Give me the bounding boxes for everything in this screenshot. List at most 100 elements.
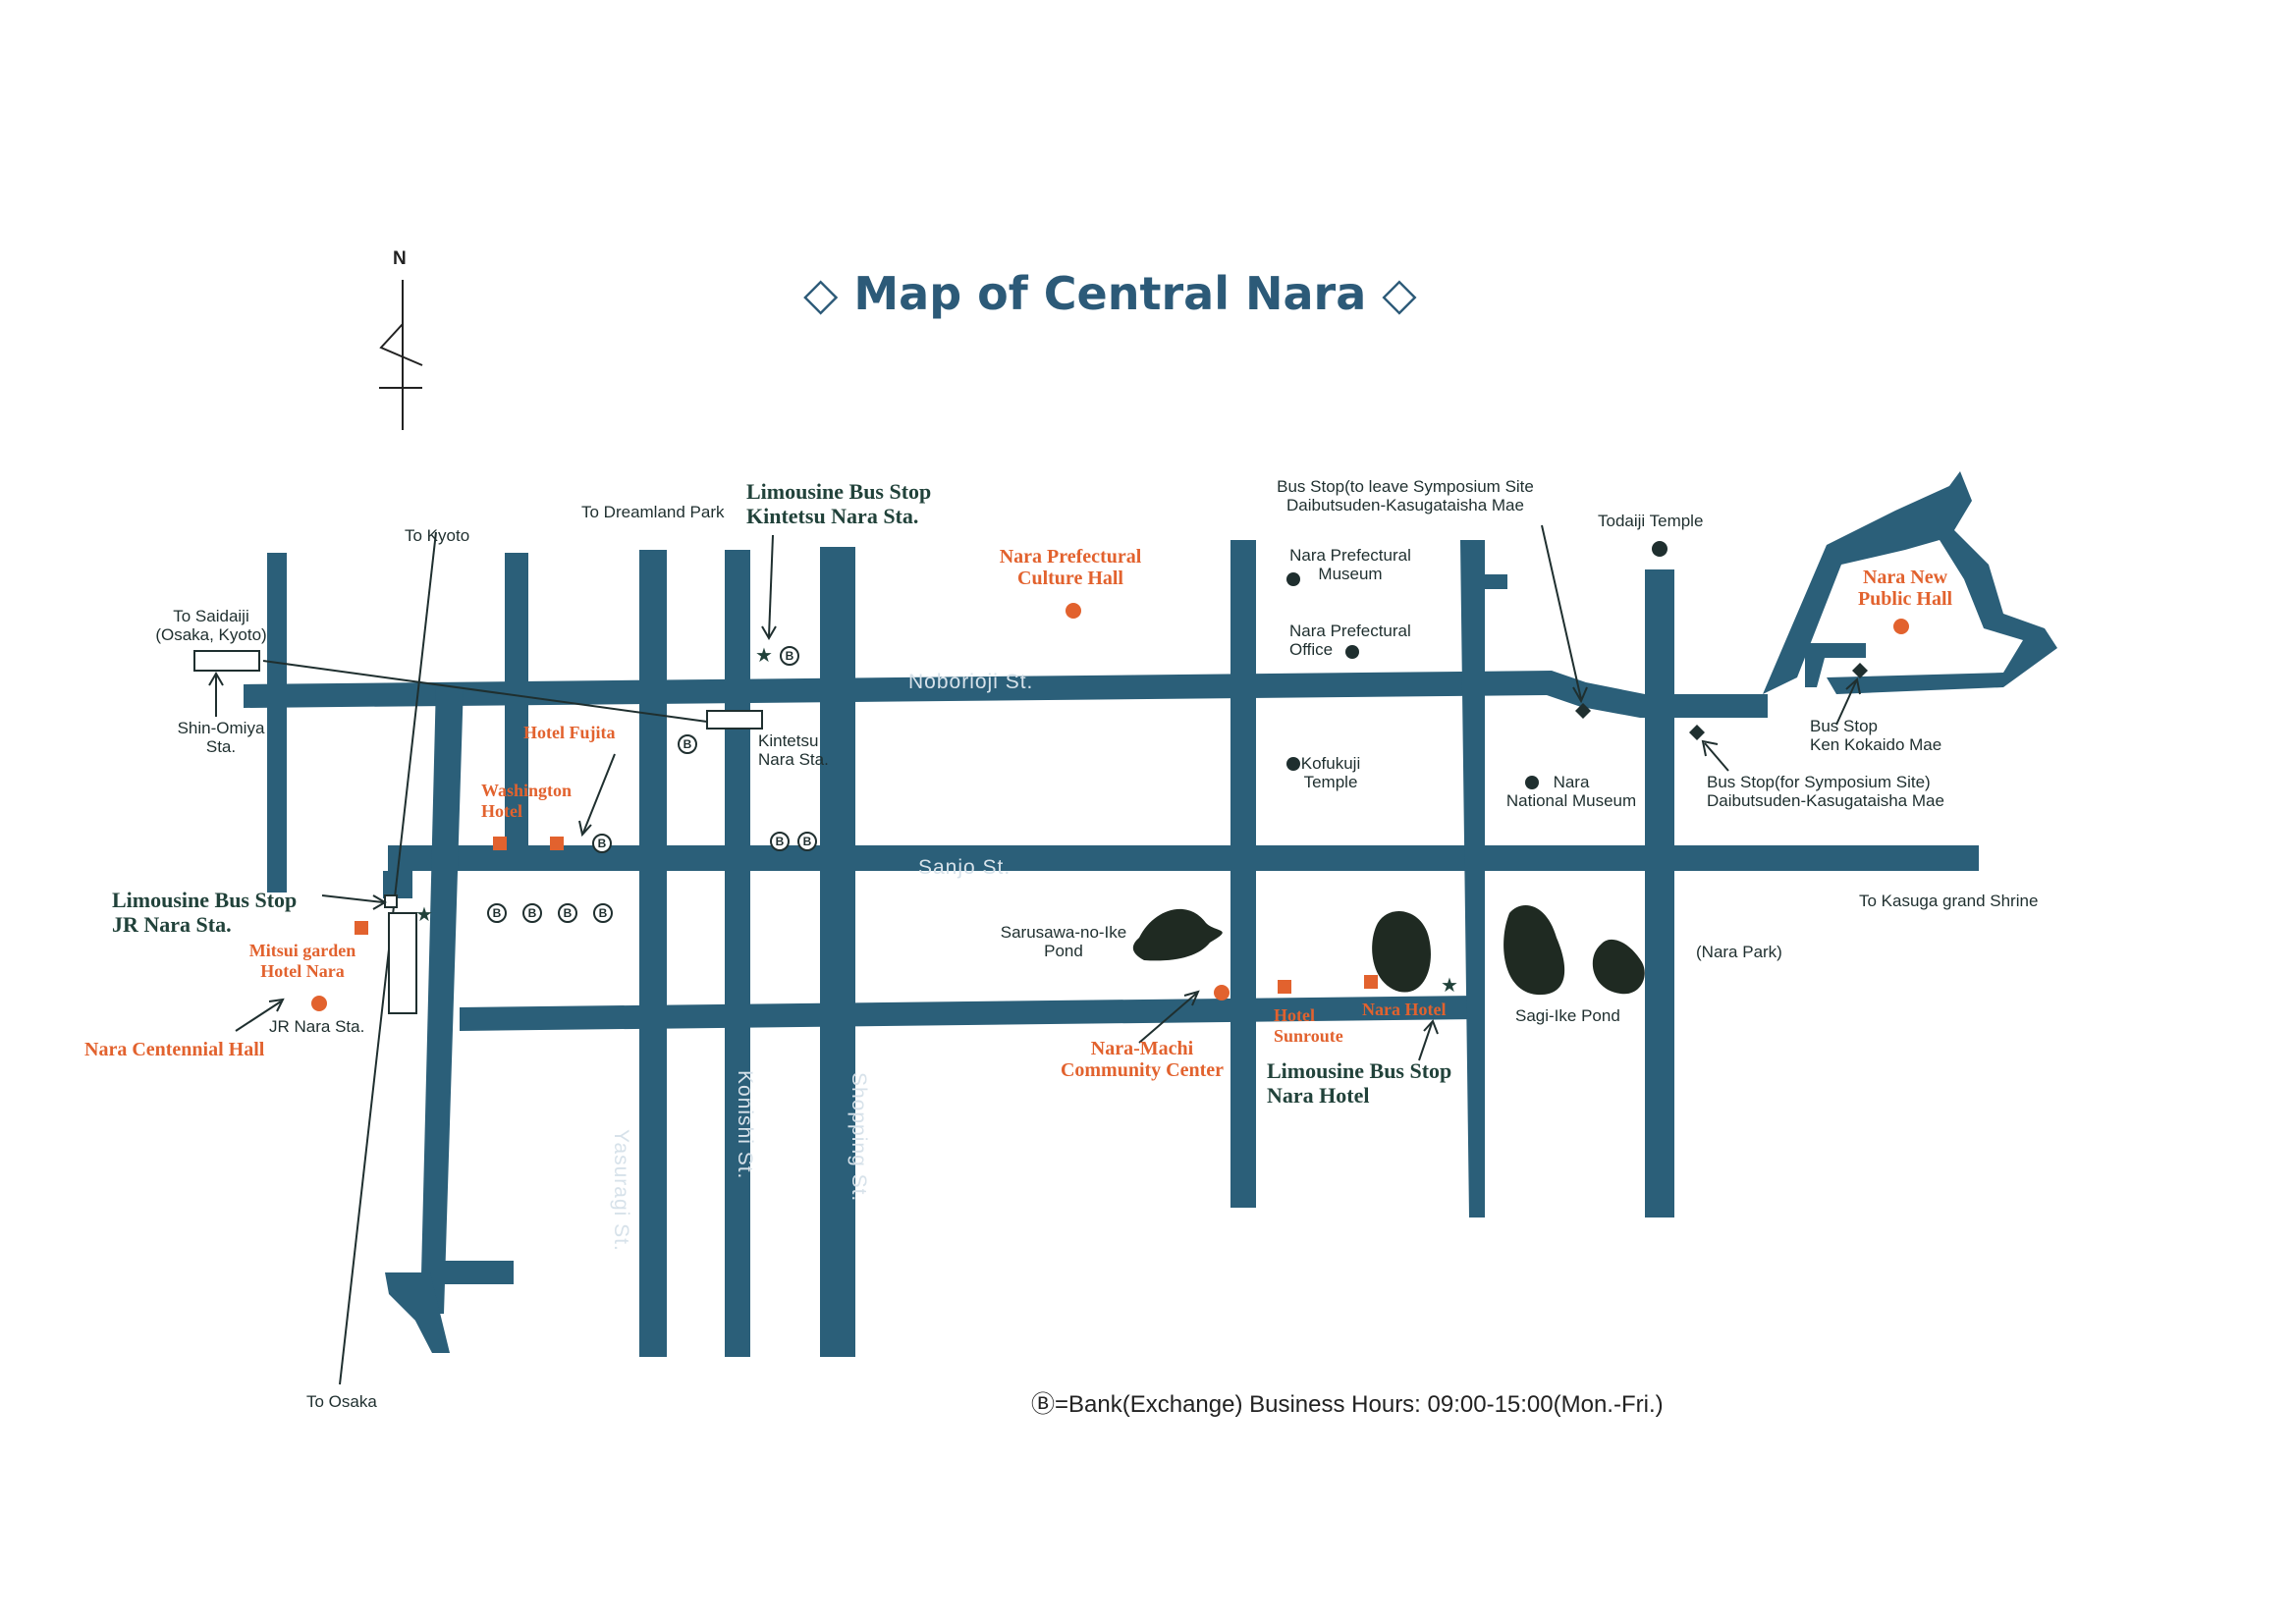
street-label-noborioji: Noborioji St.: [908, 671, 1034, 693]
label-line: JR Nara Sta.: [112, 912, 232, 937]
label-line: Nara Prefectural: [1289, 622, 1411, 640]
bank-row-3: [558, 903, 577, 923]
label-line: Nara Hotel: [1267, 1083, 1370, 1108]
label-culture-hall: Nara Prefectural Culture Hall: [972, 546, 1169, 589]
road-western: [267, 553, 287, 893]
arrow-head: [1701, 739, 1719, 757]
map-title: ◇ Map of Central Nara ◇: [803, 267, 1417, 320]
arrow-limousine-jr: [321, 894, 384, 903]
bank-letter: B: [786, 649, 794, 663]
marker-mitsui-garden: [355, 921, 368, 935]
bank-letter: B: [598, 837, 607, 850]
arrow-head: [1423, 1019, 1439, 1035]
label-national-museum: Nara National Museum: [1493, 773, 1650, 810]
arrow-head: [268, 998, 285, 1012]
pond-sarusawa: [1132, 908, 1223, 961]
label-bus-stop-for: Bus Stop(for Symposium Site) Daibutsuden…: [1707, 773, 1944, 810]
label-line: Culture Hall: [1017, 568, 1123, 589]
label-line: Pond: [1044, 942, 1083, 960]
arrow-hotel-fujita: [582, 753, 616, 834]
marker-public-hall: [1893, 619, 1909, 634]
road-sw-connector: [437, 1261, 514, 1284]
bank-letter: B: [528, 906, 537, 920]
marker-todaiji: [1652, 541, 1667, 557]
street-label-sanjo: Sanjo St.: [918, 856, 1011, 879]
label-line: Mitsui garden: [248, 941, 356, 960]
road-konishi: [725, 550, 750, 1357]
marker-community-center: [1214, 985, 1230, 1001]
label-line: Nara-Machi: [1090, 1038, 1194, 1059]
label-line: Sunroute: [1274, 1026, 1343, 1046]
label-public-hall: Nara New Public Hall: [1846, 567, 1964, 610]
pond-sagi-1: [1503, 905, 1565, 996]
label-line: (Osaka, Kyoto): [155, 625, 267, 644]
road-park-loop: [1763, 471, 2057, 694]
label-line: Public Hall: [1857, 588, 1953, 610]
bank-sanjo-1: [770, 832, 790, 851]
label-nara-park: (Nara Park): [1696, 943, 1782, 961]
arrow-head: [208, 672, 224, 686]
label-line: Limousine Bus Stop: [746, 479, 932, 504]
label-kofukuji: Kofukuji Temple: [1286, 754, 1375, 791]
label-centennial-hall: Nara Centennial Hall: [84, 1039, 265, 1060]
label-line: Office: [1289, 640, 1334, 659]
label-kintetsu-station: Kintetsu Nara Sta.: [758, 731, 829, 769]
bank-row-1: [487, 903, 507, 923]
label-line: Nara Prefectural: [1289, 546, 1411, 565]
bank-letter: B: [564, 906, 573, 920]
label-line: Community Center: [1060, 1059, 1225, 1081]
label-line: Kintetsu: [758, 731, 819, 750]
rail-kintetsu: [262, 660, 708, 723]
arrow-community-center: [1138, 993, 1197, 1044]
label-line: Daibutsuden-Kasugataisha Mae: [1286, 496, 1524, 514]
road-triangle: [385, 1272, 450, 1353]
arrow-limousine-hotel: [1418, 1022, 1433, 1061]
label-line: Sarusawa-no-Ike: [1000, 923, 1127, 942]
bank-letter: B: [776, 835, 785, 848]
marker-pref-office: [1345, 645, 1359, 659]
label-to-dreamland: To Dreamland Park: [581, 503, 725, 521]
label-line: Temple: [1303, 773, 1358, 791]
road-west-long: [420, 682, 464, 1314]
bank-kintetsu-west: [678, 734, 697, 754]
bank-row-4: [593, 903, 613, 923]
station-kintetsu: [706, 710, 763, 730]
label-line: Museum: [1318, 565, 1383, 583]
label-line: Nara: [1553, 773, 1590, 791]
label-nara-hotel: Nara Hotel: [1362, 1000, 1447, 1019]
label-to-osaka: To Osaka: [306, 1392, 377, 1411]
road-park-inner: [1805, 643, 1866, 687]
label-limousine-kintetsu: Limousine Bus Stop Kintetsu Nara Sta.: [746, 479, 931, 528]
station-saidaiji: [193, 650, 260, 672]
arrow-head: [372, 894, 387, 910]
label-line: Sta.: [205, 737, 237, 756]
arrow-head: [761, 625, 777, 640]
label-line: Hotel: [1274, 1005, 1315, 1025]
label-line: Nara New: [1862, 567, 1948, 588]
bank-letter: B: [493, 906, 502, 920]
marker-hotel-fujita: [550, 837, 564, 850]
road-noborioji: [244, 671, 1768, 718]
label-line: Kofukuji: [1300, 754, 1361, 773]
marker-washington-hotel: [493, 837, 507, 850]
bank-letter: B: [803, 835, 812, 848]
marker-culture-hall: [1066, 603, 1081, 619]
label-sagi-pond: Sagi-Ike Pond: [1515, 1006, 1620, 1025]
label-line: Limousine Bus Stop: [1267, 1058, 1452, 1083]
label-limousine-hotel: Limousine Bus Stop Nara Hotel: [1267, 1058, 1451, 1108]
label-sarusawa: Sarusawa-no-Ike Pond: [990, 923, 1137, 960]
label-jr-nara: JR Nara Sta.: [269, 1017, 365, 1036]
road-shopping: [820, 547, 855, 1357]
marker-pref-museum: [1286, 572, 1300, 586]
marker-centennial-hall: [311, 996, 327, 1011]
road-east-2: [1460, 540, 1507, 1217]
label-limousine-jr: Limousine Bus Stop JR Nara Sta.: [112, 888, 297, 937]
street-label-shopping: Shopping St.: [847, 1072, 870, 1203]
arrow-head: [1183, 990, 1200, 1006]
label-washington-hotel: Washington Hotel: [481, 781, 572, 822]
bank-row-2: [522, 903, 542, 923]
bank-letter: B: [599, 906, 608, 920]
north-label: N: [393, 248, 407, 269]
star-limousine-hotel: ★: [1441, 973, 1458, 997]
